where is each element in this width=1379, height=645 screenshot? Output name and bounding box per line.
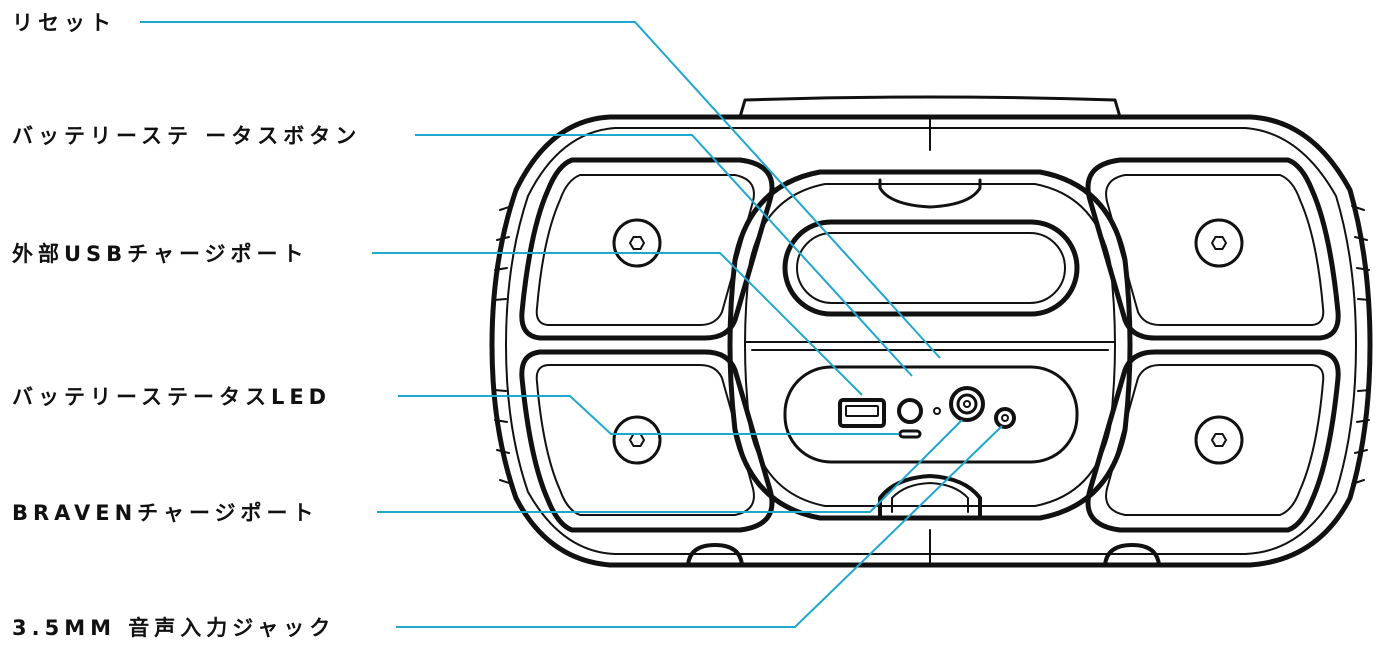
hex-screw-bottom-right: [1194, 415, 1244, 465]
callout-label-aux-input-jack: 3.5MM 音声入力ジャック: [12, 616, 336, 640]
callout-label-battery-status-button: バッテリーステ ータスボタン: [12, 124, 362, 148]
braven-charge-port: [949, 386, 985, 422]
handle-slot: [782, 219, 1080, 317]
aux-input-jack: [994, 407, 1016, 429]
handle-slot-inner: [796, 232, 1066, 304]
bottom-tab: [878, 474, 982, 520]
leader-line-reset: [140, 21, 941, 359]
callout-label-braven-charge-port: BRAVENチャージポート: [12, 501, 319, 525]
leader-line-aux-input-jack: [396, 425, 1003, 628]
leader-line-battery-status-led: [398, 395, 899, 435]
right-foot: [1103, 543, 1161, 567]
bumper-pad-top-right-inner: [1105, 174, 1325, 326]
top-notch: [878, 178, 982, 209]
callout-label-external-usb-charge-port: 外部USBチャージポート: [12, 242, 309, 266]
bumper-pad-bottom-right: [1085, 349, 1341, 533]
bumper-pad-bottom-left-inner: [535, 364, 755, 516]
bumper-pad-top-left-inner: [535, 174, 755, 326]
central-recess: [727, 169, 1133, 521]
reset-pinhole: [933, 407, 941, 415]
bumper-pad-top-right: [1085, 157, 1341, 341]
leader-line-braven-charge-port: [377, 419, 963, 513]
central-recess-inner: [744, 183, 1116, 507]
battery-status-button: [897, 398, 923, 424]
left-grip-ridges: [493, 205, 513, 485]
hex-screw-top-right: [1194, 218, 1244, 268]
port-panel: [783, 365, 1079, 464]
right-grip-ridges: [1351, 205, 1371, 485]
bumper-pad-bottom-left: [519, 349, 775, 533]
hex-screw-top-left: [612, 218, 662, 268]
bumper-pad-bottom-right-inner: [1105, 364, 1325, 516]
callout-label-reset: リセット: [12, 11, 116, 35]
left-foot: [686, 543, 744, 567]
leader-line-battery-status-button: [415, 134, 913, 377]
hex-screw-bottom-left: [612, 415, 662, 465]
bumper-pad-top-left: [519, 157, 775, 341]
battery-status-led: [898, 429, 922, 439]
speaker-housing-inner-outline: [505, 127, 1357, 555]
leader-line-external-usb-charge-port: [372, 252, 863, 396]
usb-port: [838, 398, 886, 428]
bottom-tab-inner: [891, 482, 969, 513]
speaker-housing-outline: [489, 114, 1373, 568]
divider-line: [744, 341, 1116, 351]
callout-label-battery-status-led: バッテリーステータスLED: [12, 385, 332, 409]
top-tab: [738, 95, 1122, 119]
